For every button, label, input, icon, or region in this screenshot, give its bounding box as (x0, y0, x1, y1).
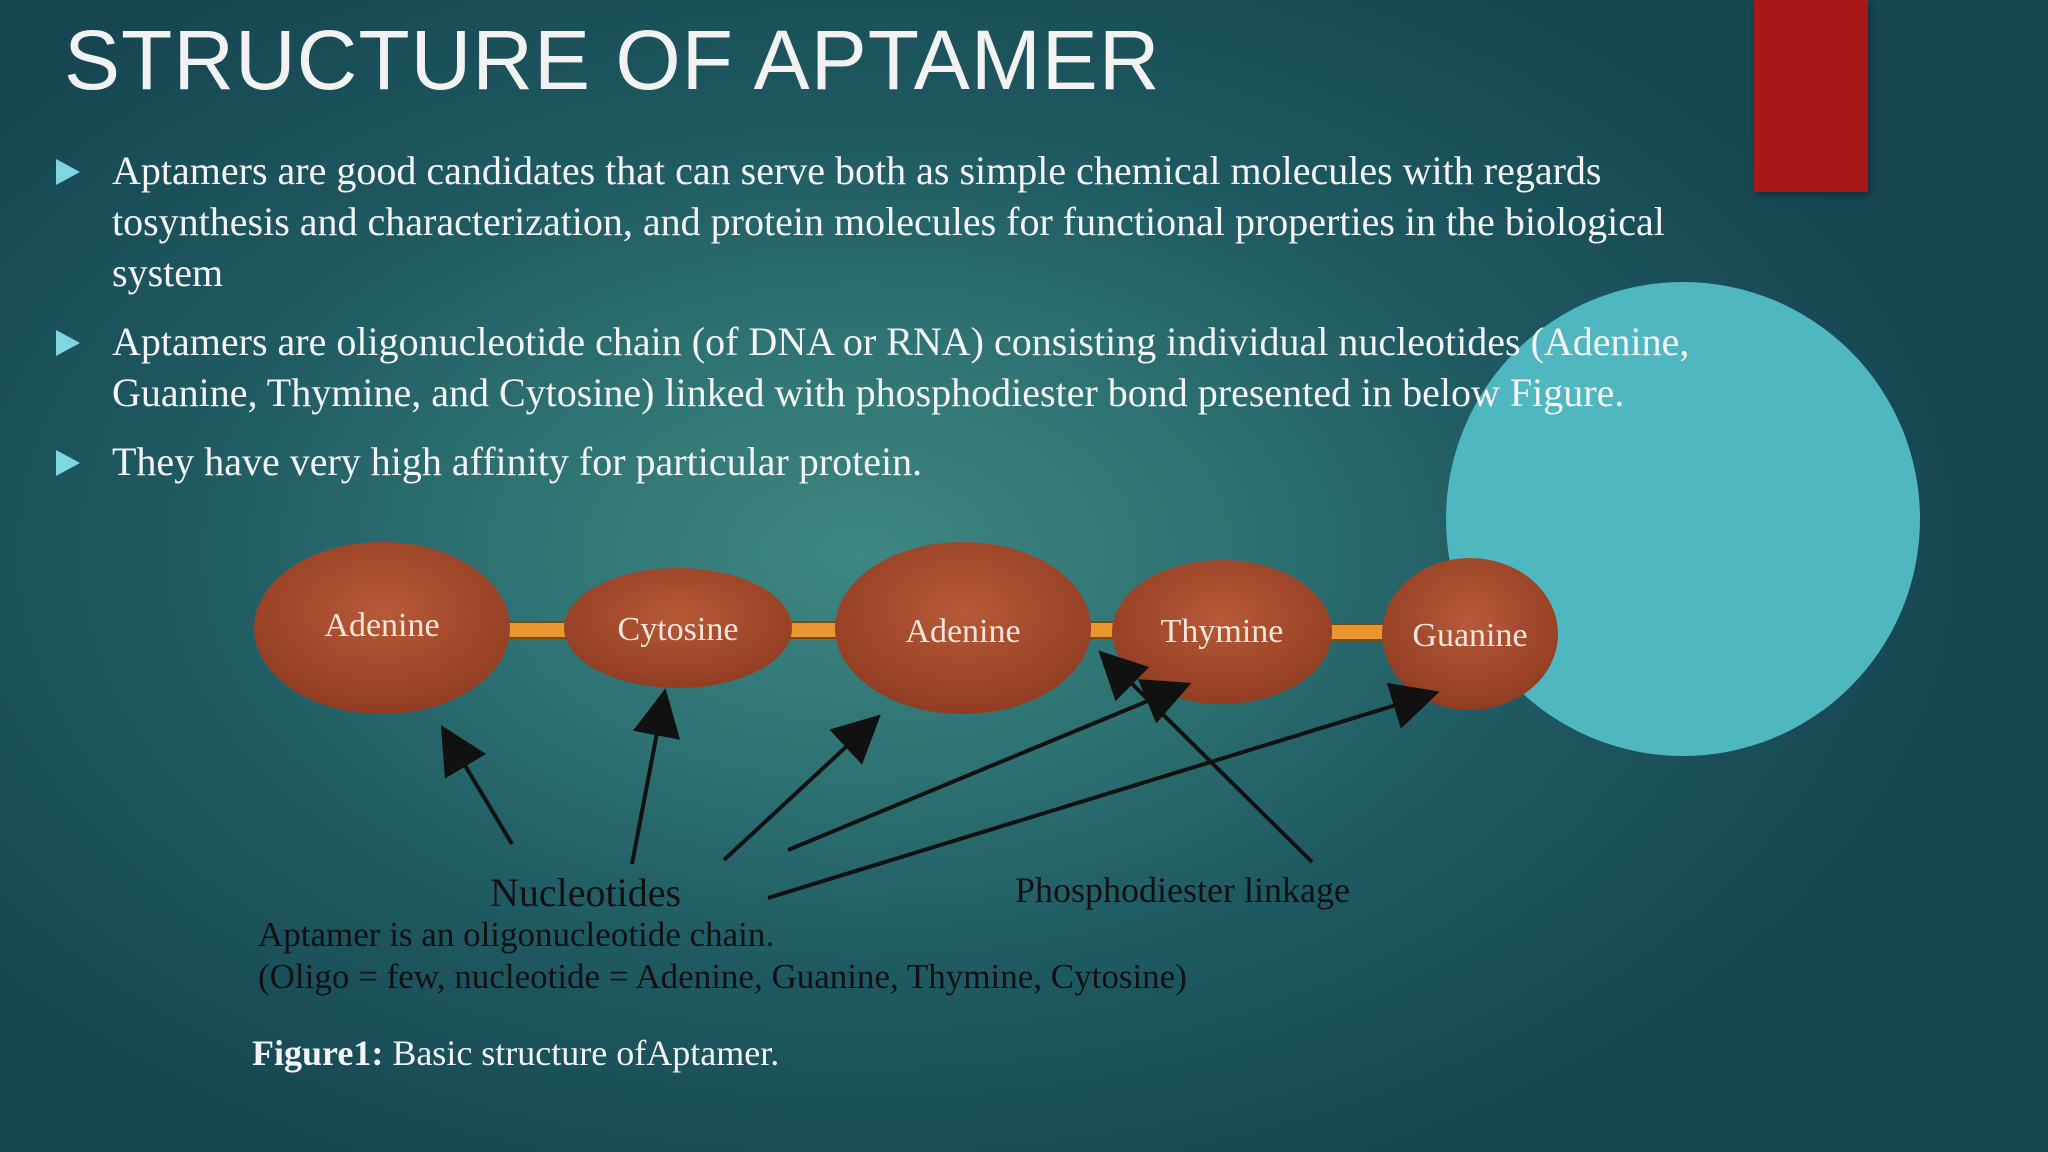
aptamer-diagram: Adenine Cytosine Adenine Thymine Guanine… (254, 542, 1558, 996)
bullet-arrow-icon (56, 450, 80, 476)
slide-title: STRUCTURE OF APTAMER (64, 13, 1161, 107)
nucleotide-node (1112, 560, 1332, 704)
node-label: Adenine (324, 607, 439, 644)
phosphodiester-label: Phosphodiester linkage (1015, 870, 1350, 910)
figure-caption: Figure1: Basic structure ofAptamer. (252, 1032, 779, 1074)
bullet-text: They have very high affinity for particu… (112, 439, 923, 484)
figure-caption-label: Figure1: (252, 1033, 384, 1073)
figure-description-line2: (Oligo = few, nucleotide = Adenine, Guan… (258, 957, 1187, 996)
bullet-list: Aptamers are good candidates that can se… (56, 145, 1836, 505)
pointer-arrow (440, 725, 514, 846)
figure-caption-text: Basic structure ofAptamer. (383, 1033, 780, 1073)
bullet-text: Aptamers are oligonucleotide chain (of D… (112, 319, 1690, 415)
bullet-arrow-icon (56, 159, 80, 185)
pointer-arrow (787, 679, 1192, 852)
pointer-arrow (630, 688, 681, 865)
bullet-item: Aptamers are oligonucleotide chain (of D… (56, 316, 1836, 418)
aptamer-figure: Adenine Cytosine Adenine Thymine Guanine… (240, 530, 1580, 1010)
bullet-item: They have very high affinity for particu… (56, 436, 1836, 487)
node-label: Cytosine (618, 611, 739, 648)
bullet-item: Aptamers are good candidates that can se… (56, 145, 1836, 298)
accent-bar (1754, 0, 1868, 192)
node-label: Thymine (1161, 613, 1284, 650)
node-label: Adenine (905, 613, 1020, 650)
pointer-arrow (722, 714, 881, 862)
bullet-text: Aptamers are good candidates that can se… (112, 148, 1665, 295)
pointer-arrow (767, 682, 1440, 900)
nucleotide-node (835, 542, 1091, 714)
bullet-arrow-icon (56, 330, 80, 356)
node-label: Guanine (1412, 617, 1527, 654)
nucleotide-node (254, 542, 510, 714)
nucleotide-node (564, 568, 792, 688)
nucleotide-node (1382, 558, 1558, 710)
figure-description-line1: Aptamer is an oligonucleotide chain. (258, 915, 774, 954)
pointer-arrow (1098, 650, 1314, 864)
nucleotides-label: Nucleotides (490, 870, 681, 915)
